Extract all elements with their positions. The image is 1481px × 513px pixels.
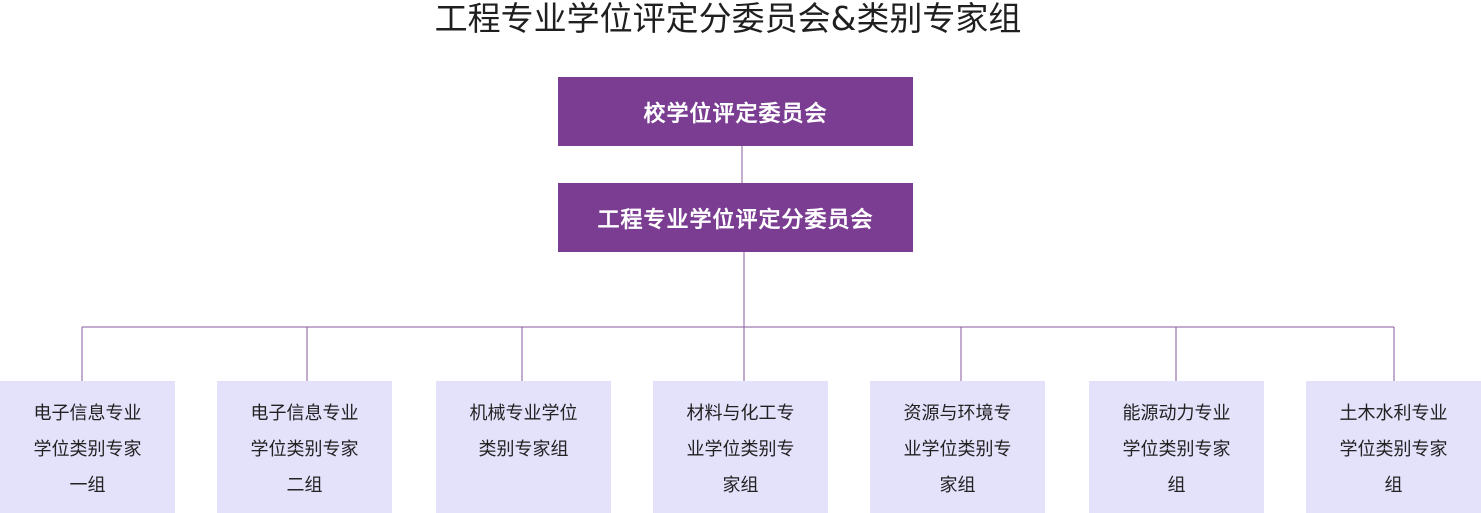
group-label: 能源动力专业学位类别专家组 [1122,403,1231,496]
group-label: 电子信息专业学位类别专家二组 [250,403,359,496]
engineering-subcommittee-box: 工程专业学位评定分委员会 [558,183,913,252]
group-label: 电子信息专业学位类别专家一组 [33,403,142,496]
group-label: 土木水利专业学位类别专家组 [1339,403,1448,496]
group-label: 机械专业学位类别专家组 [469,403,578,460]
engineering-subcommittee-label: 工程专业学位评定分委员会 [597,207,874,233]
group-label: 材料与化工专业学位类别专家组 [686,403,795,496]
group-energy-power: 能源动力专业学位类别专家组 [1089,381,1264,513]
group-resources-environment: 资源与环境专业学位类别专家组 [870,381,1045,513]
group-civil-hydraulic: 土木水利专业学位类别专家组 [1306,381,1481,513]
group-mechanical: 机械专业学位类别专家组 [436,381,611,513]
page-title: 工程专业学位评定分委员会&类别专家组 [434,0,1022,38]
group-electronic-info-2: 电子信息专业学位类别专家二组 [217,381,392,513]
group-electronic-info-1: 电子信息专业学位类别专家一组 [0,381,175,513]
group-label: 资源与环境专业学位类别专家组 [903,403,1012,496]
university-committee-box: 校学位评定委员会 [558,77,913,146]
group-materials-chemical: 材料与化工专业学位类别专家组 [653,381,828,513]
university-committee-label: 校学位评定委员会 [643,101,828,127]
